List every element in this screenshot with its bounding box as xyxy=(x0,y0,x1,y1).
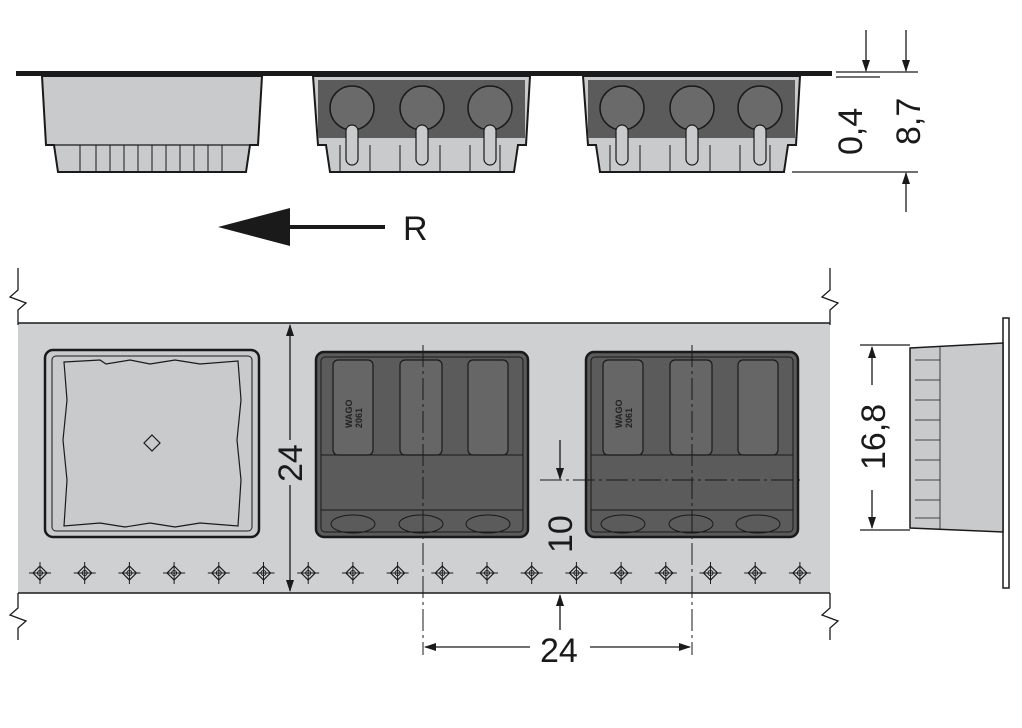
sprocket-hole-icon xyxy=(654,562,677,584)
sprocket-hole-icon xyxy=(520,562,543,584)
carrier-tape-top: WAGO 2061 WAGO 2061 xyxy=(8,268,840,640)
diamond-marker-icon xyxy=(143,434,161,452)
empty-pocket-top xyxy=(43,348,261,539)
connector-pocket-top: WAGO 2061 xyxy=(314,350,530,539)
sprocket-hole-icon xyxy=(610,562,633,584)
sprocket-hole-icon xyxy=(699,562,722,584)
dim-total-height: 8,7 xyxy=(890,98,928,145)
height-dimensions xyxy=(792,30,918,212)
brand-marking: WAGO xyxy=(614,400,624,429)
side-height-dimension xyxy=(860,344,910,531)
part-marking: 2061 xyxy=(624,408,634,428)
sprocket-hole-icon xyxy=(163,562,186,584)
side-view-right xyxy=(909,317,1010,589)
dim-sprocket-offset: 10 xyxy=(542,515,580,553)
dim-tape-thickness: 0,4 xyxy=(832,108,870,155)
dim-pocket-width: 24 xyxy=(272,444,310,482)
break-lines xyxy=(8,268,840,640)
sprocket-hole-icon xyxy=(386,562,409,584)
sprocket-hole-icon xyxy=(476,562,498,584)
sprocket-hole-icon xyxy=(744,562,767,584)
dim-pitch: 24 xyxy=(540,632,578,670)
connector-pocket-side xyxy=(311,75,532,173)
sprocket-holes xyxy=(29,562,811,584)
side-view-tape xyxy=(16,71,832,173)
sprocket-hole-icon xyxy=(73,562,96,584)
dim-side-height: 16,8 xyxy=(855,404,893,470)
part-marking: 2061 xyxy=(354,408,364,428)
direction-arrow-icon xyxy=(218,208,385,246)
sprocket-hole-icon xyxy=(341,562,364,584)
sprocket-hole-icon xyxy=(565,562,588,584)
sprocket-hole-icon xyxy=(297,562,320,584)
sprocket-hole-icon xyxy=(29,562,51,584)
sprocket-hole-icon xyxy=(207,562,230,584)
connector-pocket-side xyxy=(582,75,801,173)
sprocket-hole-icon xyxy=(431,562,454,584)
sprocket-hole-icon xyxy=(252,562,275,584)
cover-tape xyxy=(16,71,832,76)
center-lines xyxy=(422,345,800,655)
sprocket-hole-icon xyxy=(788,562,811,584)
sprocket-hole-icon xyxy=(118,562,141,584)
direction-label: R xyxy=(403,210,428,248)
brand-marking: WAGO xyxy=(344,400,354,429)
empty-pocket-side xyxy=(40,75,264,173)
